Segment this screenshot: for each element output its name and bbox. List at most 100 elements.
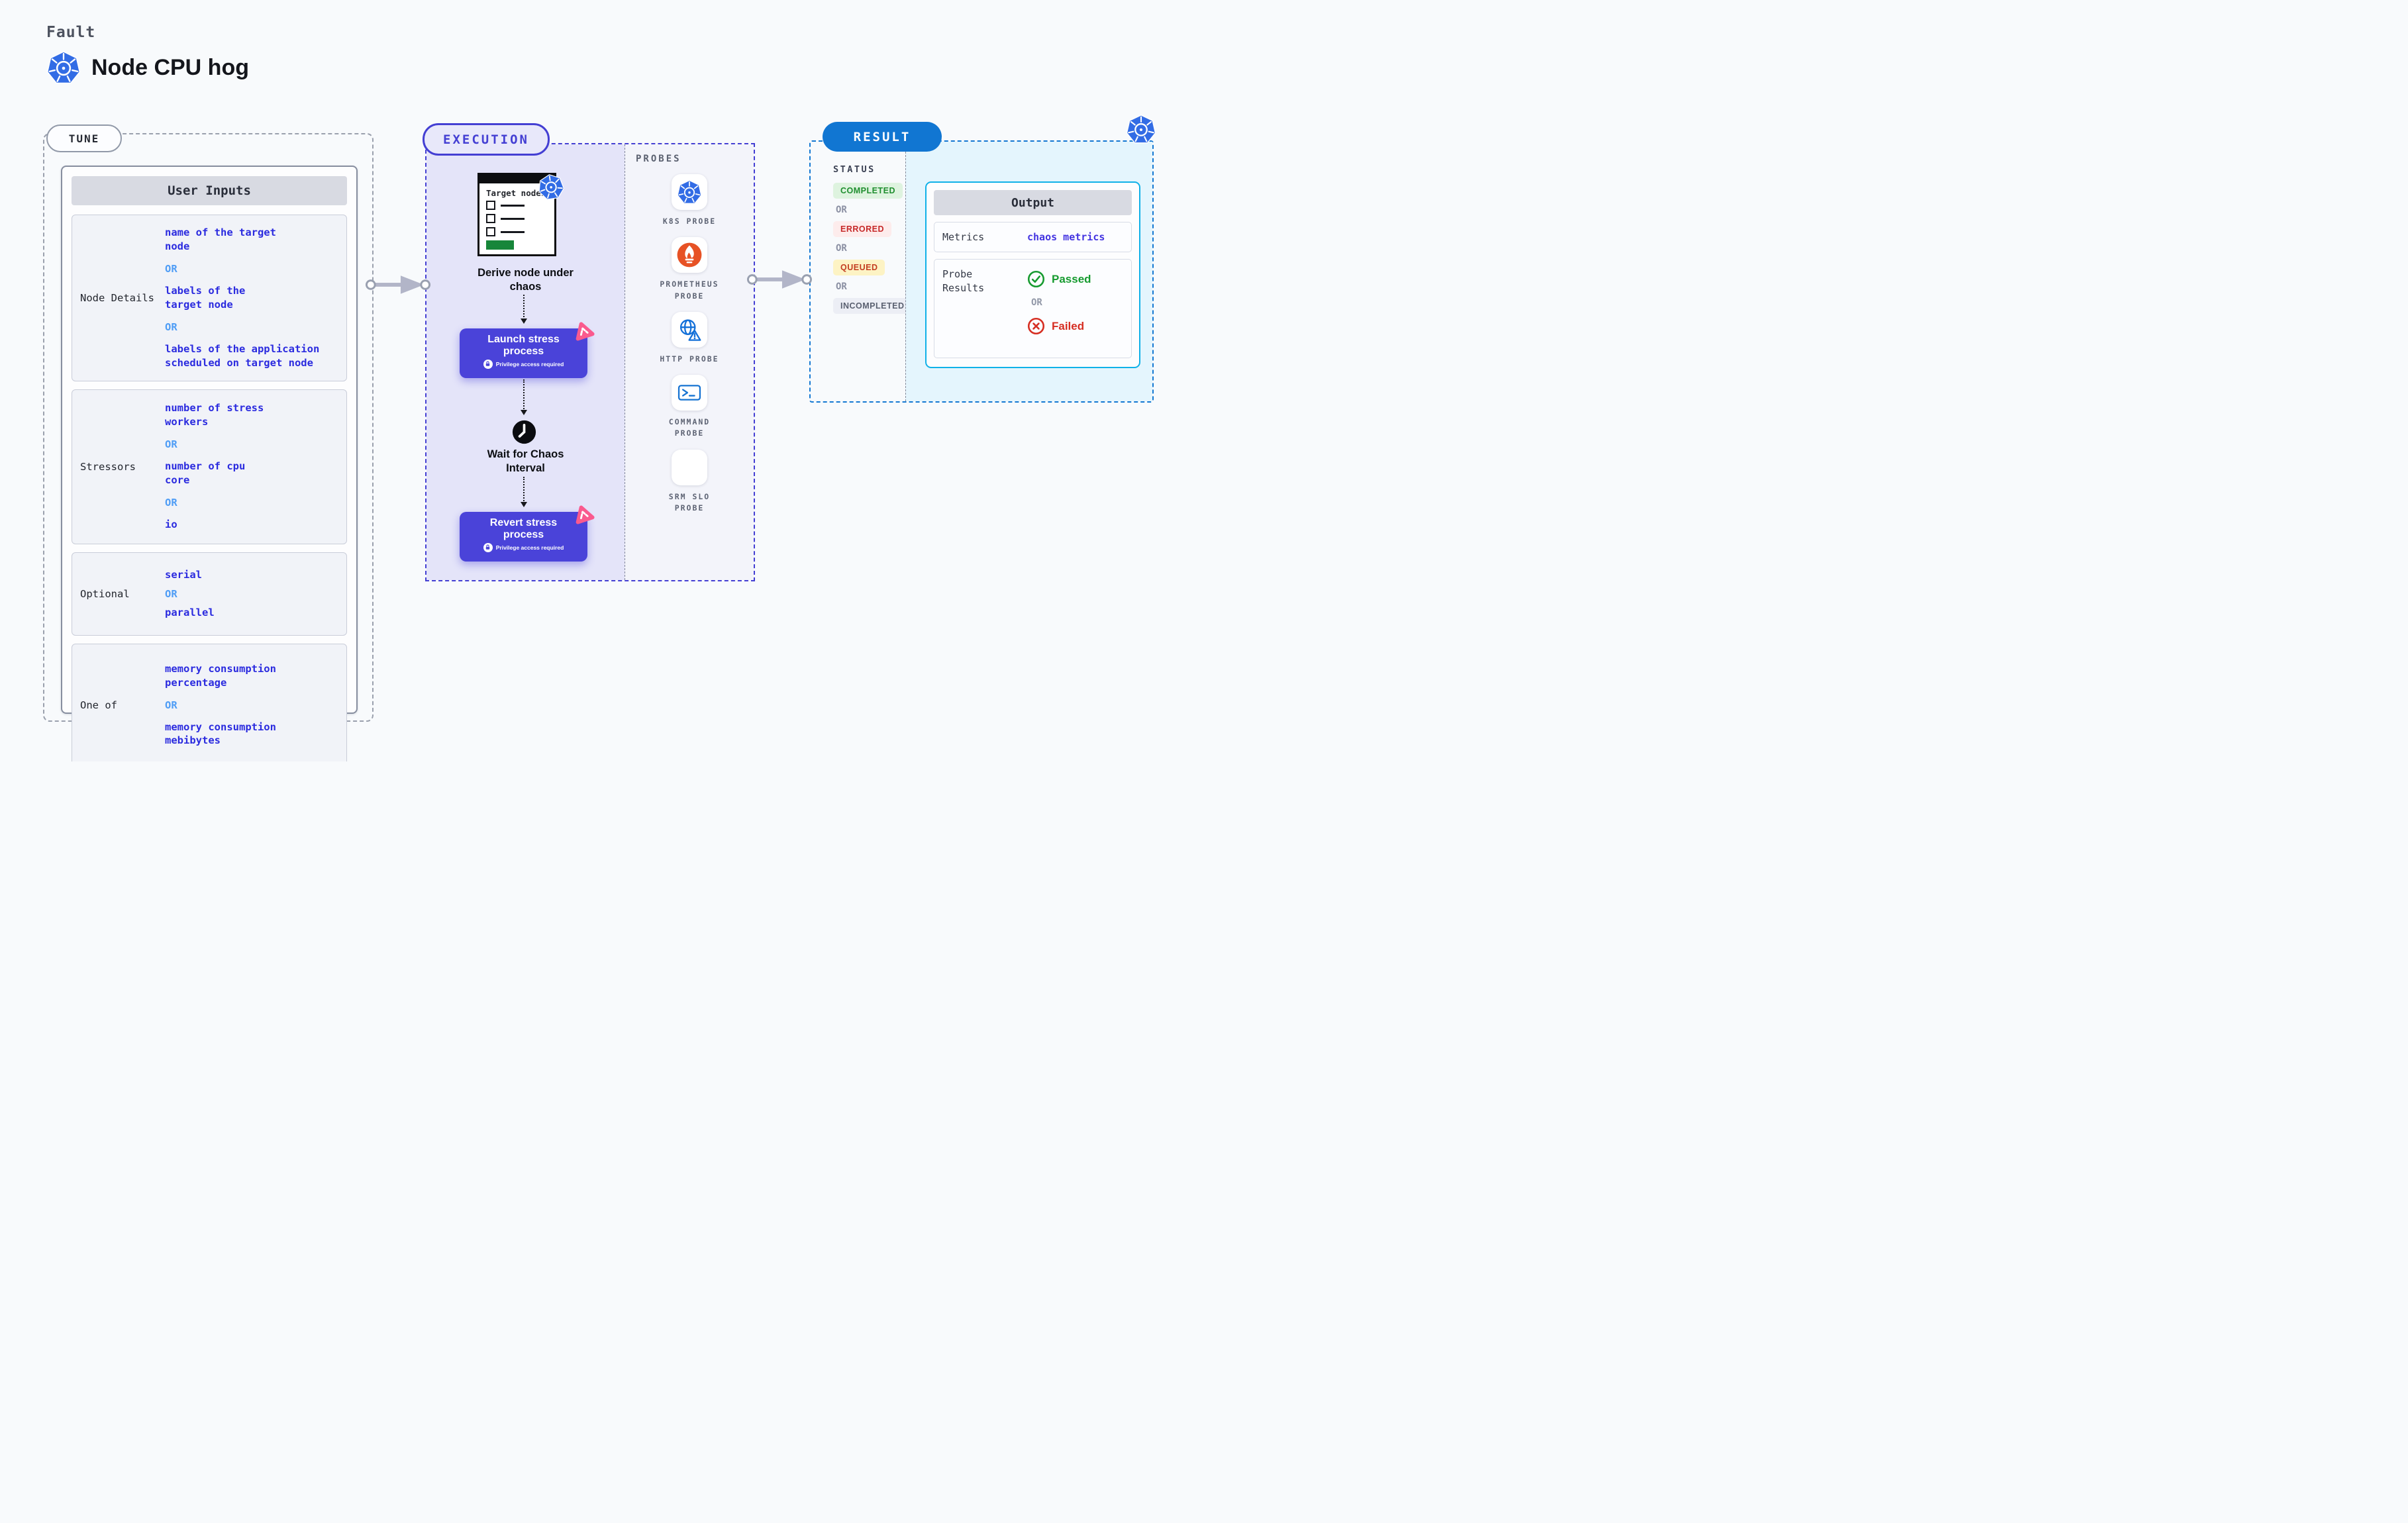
fault-title: Node CPU hog (91, 54, 249, 80)
row-option: serial (165, 568, 202, 581)
status-badge-incompleted: INCOMPLETED (833, 298, 912, 314)
probe-label: K8S PROBE (662, 217, 717, 226)
checkbox-icon (486, 227, 495, 237)
node-list-item (486, 201, 548, 211)
row-label: Node Details (80, 291, 154, 304)
row-node-details: Node Details name of the target node OR … (72, 215, 347, 381)
or-separator: OR (165, 587, 177, 600)
row-option: labels of the target node (165, 284, 246, 311)
probes-panel: PROBES K8S PROBE PROMETHEUS PROBE HTTP P… (625, 144, 754, 580)
probe-card (672, 311, 707, 348)
row-option: io (165, 518, 177, 530)
row-option: name of the target node (165, 226, 276, 252)
output-title: Output (934, 190, 1132, 215)
probe-label: HTTP PROBE (660, 354, 719, 364)
or-separator: OR (165, 320, 177, 333)
globe-alert-icon (677, 317, 702, 342)
execution-flow: Target nodes Derive node under chaos Lau… (426, 144, 625, 580)
or-separator: OR (1031, 297, 1042, 308)
slo-check-icon (677, 455, 702, 480)
status-title: STATUS (833, 164, 876, 175)
line (501, 231, 525, 233)
button-title: Revert stress process (489, 517, 558, 540)
check-circle-icon (1027, 270, 1045, 288)
or-separator: OR (836, 281, 847, 292)
row-option: number of stress workers (165, 402, 264, 428)
probe-item-prometheus: PROMETHEUS PROBE (660, 237, 719, 302)
arrow-tune-to-execution (364, 274, 432, 295)
derive-node-label: Derive node under chaos (477, 267, 574, 293)
row-optional: Optional serial OR parallel (72, 552, 347, 636)
probes-title: PROBES (636, 154, 681, 164)
probe-label: COMMAND PROBE (668, 417, 711, 438)
button-title: Launch stress process (487, 334, 560, 357)
node-list-item (486, 214, 548, 224)
checkbox-icon (486, 214, 495, 224)
arrow-execution-to-result (746, 269, 813, 290)
lock-icon (483, 359, 493, 369)
result-badge: RESULT (823, 122, 942, 152)
kubernetes-icon (677, 179, 702, 205)
row-option: parallel (165, 606, 215, 618)
flow-connector (521, 379, 527, 415)
metrics-row: Metrics chaos metrics (934, 222, 1132, 252)
x-circle-icon (1027, 317, 1045, 335)
tune-badge: TUNE (46, 124, 122, 152)
or-separator: OR (836, 243, 847, 254)
or-separator: OR (836, 205, 847, 215)
row-label: Optional (80, 587, 130, 600)
probe-card (672, 375, 707, 411)
probe-passed: Passed (1027, 270, 1091, 288)
line (501, 218, 525, 220)
result-section: STATUS COMPLETED OR ERRORED OR QUEUED OR… (809, 140, 1154, 403)
row-option: number of cpu core (165, 460, 246, 486)
execution-badge: EXECUTION (423, 123, 550, 156)
prometheus-icon (676, 242, 703, 268)
or-separator: OR (165, 496, 177, 509)
row-one-of: One of memory consumption percentage OR … (72, 643, 347, 762)
privilege-note: Privilege access required (495, 360, 564, 368)
checkbox-icon (486, 201, 495, 211)
target-nodes-title: Target nodes (486, 188, 546, 198)
terminal-icon (677, 380, 702, 405)
or-separator: OR (165, 699, 177, 711)
output-card: Output Metrics chaos metrics Probe Resul… (925, 181, 1140, 368)
row-option: memory consumption percentage (165, 662, 276, 689)
probe-failed: Failed (1027, 317, 1091, 335)
revert-stress-process-button[interactable]: Revert stress process Privilege access r… (460, 512, 587, 562)
user-inputs-title: User Inputs (72, 176, 347, 205)
fault-kicker: Fault (46, 24, 96, 41)
or-separator: OR (165, 438, 177, 451)
probe-results-label: Probe Results (942, 268, 985, 294)
probe-card (672, 449, 707, 485)
flow-connector (521, 477, 527, 507)
probe-item-command: COMMAND PROBE (669, 375, 710, 440)
kubernetes-icon (536, 172, 566, 201)
probe-card (672, 174, 707, 210)
row-option: labels of the application scheduled on t… (165, 342, 320, 369)
probe-label: SRM SLO PROBE (668, 491, 711, 513)
tune-section: User Inputs Node Details name of the tar… (43, 133, 374, 762)
flow-connector (521, 295, 527, 324)
or-separator: OR (165, 262, 177, 275)
privilege-note: Privilege access required (495, 544, 564, 551)
lock-icon (483, 542, 493, 552)
probe-card (672, 237, 707, 273)
node-list-item (486, 227, 548, 237)
clock-icon (512, 420, 536, 444)
wait-interval-label: Wait for Chaos Interval (487, 448, 564, 474)
status-badge-queued: QUEUED (833, 260, 885, 275)
result-output-area: Output Metrics chaos metrics Probe Resul… (905, 142, 1152, 401)
fault-diagram: Fault Node CPU hog User Inputs Node Deta… (0, 0, 1204, 762)
probe-item-srm-slo: SRM SLO PROBE (668, 449, 711, 515)
line (501, 205, 525, 207)
window-titlebar (479, 175, 554, 183)
page-title: Node CPU hog (46, 50, 249, 85)
row-label: Stressors (80, 460, 136, 473)
kubernetes-icon (46, 50, 81, 85)
probe-item-http: HTTP PROBE (660, 311, 719, 365)
launch-stress-process-button[interactable]: Launch stress process Privilege access r… (460, 328, 587, 378)
probe-label: PROMETHEUS PROBE (660, 279, 719, 301)
row-label: One of (80, 699, 117, 711)
green-button-shape (486, 240, 514, 250)
